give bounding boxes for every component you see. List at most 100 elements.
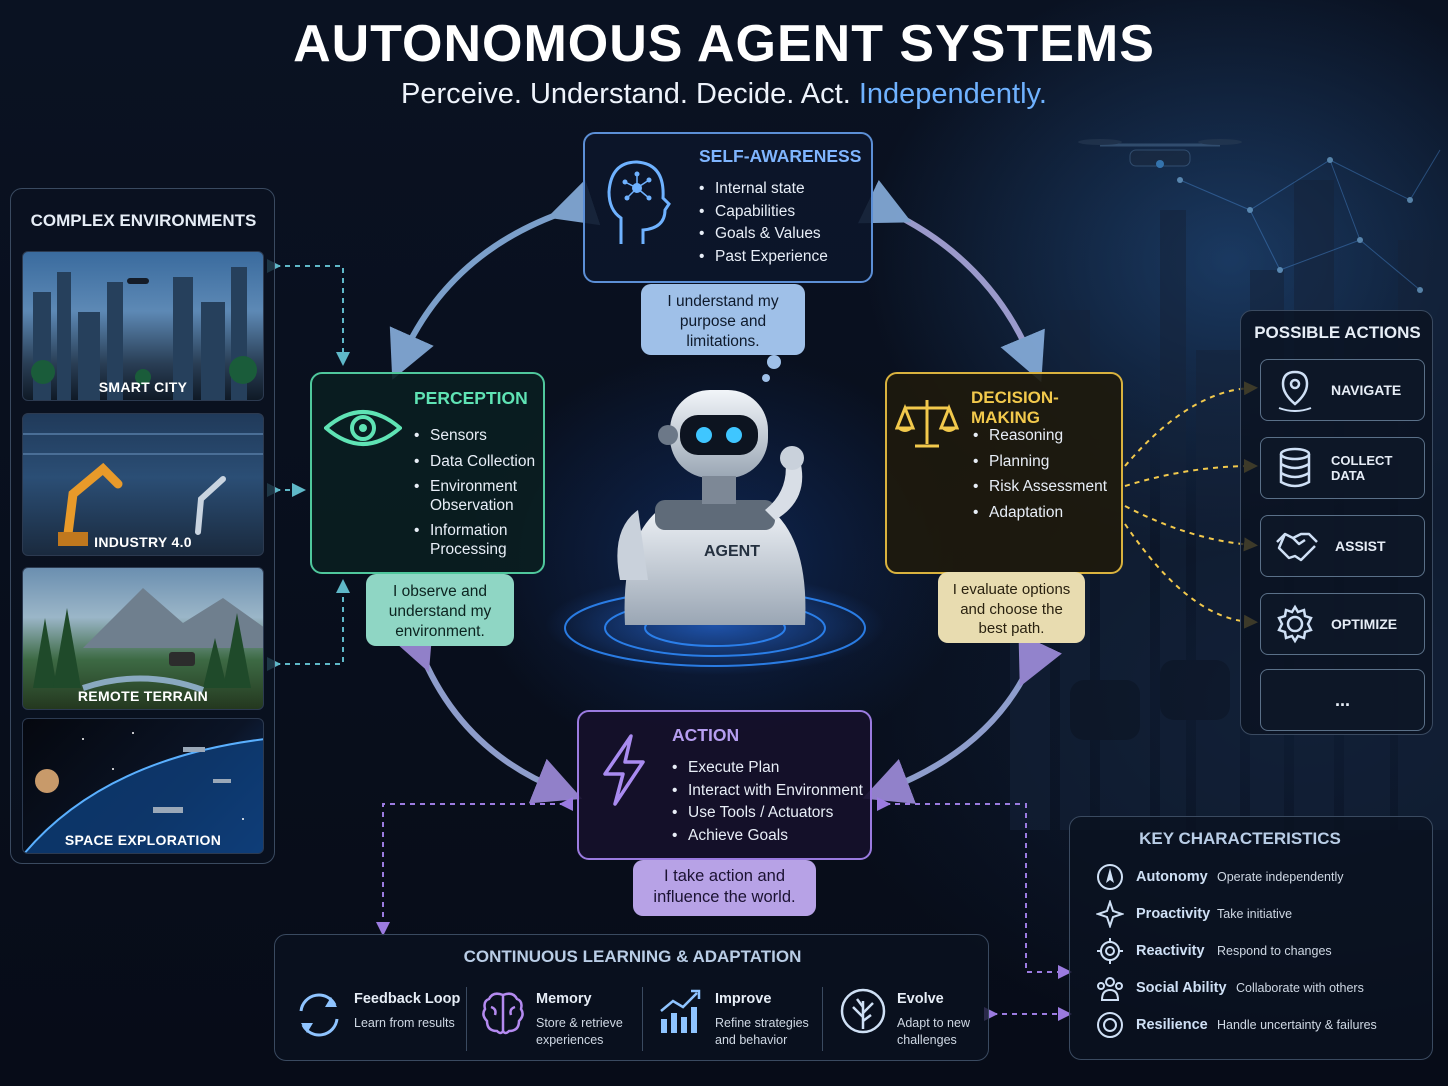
- divider: [822, 987, 823, 1051]
- bullet: Capabilities: [699, 203, 828, 222]
- characteristic-desc: Collaborate with others: [1236, 981, 1364, 995]
- environment-remote-terrain[interactable]: REMOTE TERRAIN: [22, 567, 264, 710]
- characteristic-name: Autonomy: [1136, 869, 1208, 885]
- possible-actions-title: POSSIBLE ACTIONS: [1254, 323, 1421, 342]
- head-brain-icon: [607, 160, 671, 244]
- terrain-illustration: [33, 588, 263, 693]
- perception-panel: PERCEPTION Sensors Data Collection Envir…: [310, 372, 545, 574]
- subtitle-main: Perceive. Understand. Decide. Act.: [401, 78, 851, 110]
- learning-item-desc: experiences: [536, 1033, 604, 1047]
- key-characteristics-title: KEY CHARACTERISTICS: [1139, 829, 1341, 848]
- characteristic-desc: Handle uncertainty & failures: [1217, 1018, 1377, 1032]
- decision-title: DECISION-MAKING: [971, 388, 1059, 427]
- environments-title: COMPLEX ENVIRONMENTS: [30, 211, 257, 230]
- learning-item-title: Evolve: [897, 991, 944, 1007]
- bullet: Past Experience: [699, 248, 828, 267]
- action-navigate-button[interactable]: NAVIGATE: [1260, 359, 1425, 421]
- action-more-button[interactable]: ...: [1260, 669, 1425, 731]
- environment-label: REMOTE TERRAIN: [77, 688, 209, 704]
- characteristic-autonomy: Autonomy Operate independently: [1096, 862, 1343, 892]
- decision-making-panel: DECISION-MAKING Reasoning Planning Risk …: [885, 372, 1123, 574]
- bullet: Execute Plan: [672, 759, 863, 778]
- characteristic-name: Proactivity: [1136, 906, 1211, 922]
- self-awareness-panel: SELF-AWARENESS Internal state Capabiliti…: [583, 132, 873, 283]
- perception-title: PERCEPTION: [414, 388, 528, 408]
- characteristic-name: Reactivity: [1136, 943, 1205, 959]
- learning-improve: Improve Refine strategies and behavior: [657, 985, 822, 1051]
- characteristic-desc: Respond to changes: [1217, 944, 1332, 958]
- learning-evolve: Evolve Adapt to new challenges: [837, 985, 987, 1051]
- key-characteristics-panel: KEY CHARACTERISTICS Autonomy Operate ind…: [1069, 816, 1433, 1060]
- bullet: Sensors: [414, 427, 544, 446]
- environment-industry[interactable]: INDUSTRY 4.0: [22, 413, 264, 556]
- learning-item-desc: and behavior: [715, 1033, 788, 1047]
- action-label: ASSIST: [1335, 538, 1386, 554]
- environment-space[interactable]: SPACE EXPLORATION: [22, 718, 264, 854]
- eye-icon: [324, 410, 402, 446]
- page-title: AUTONOMOUS AGENT SYSTEMS: [293, 15, 1155, 73]
- sparkle-icon: [1096, 900, 1124, 928]
- bullet: Interact with Environment: [672, 782, 863, 801]
- learning-item-title: Improve: [715, 991, 772, 1007]
- divider: [642, 987, 643, 1051]
- decision-list: Reasoning Planning Risk Assessment Adapt…: [973, 427, 1107, 522]
- characteristic-social-ability: Social Ability Collaborate with others: [1096, 973, 1364, 1003]
- learning-item-desc: Refine strategies: [715, 1016, 809, 1030]
- agent-robot: AGENT: [545, 390, 885, 675]
- action-list: Execute Plan Interact with Environment U…: [672, 759, 863, 845]
- scales-icon: [895, 400, 959, 448]
- perception-bubble: I observe and understand my environment.: [366, 574, 514, 646]
- learning-title: CONTINUOUS LEARNING & ADAPTATION: [463, 947, 802, 966]
- action-collect-data-button[interactable]: COLLECT DATA: [1260, 437, 1425, 499]
- shield-icon: [1097, 1012, 1123, 1038]
- learning-item-desc: Store & retrieve: [536, 1016, 623, 1030]
- characteristic-desc: Take initiative: [1217, 907, 1293, 921]
- characteristic-proactivity: Proactivity Take initiative: [1096, 899, 1292, 929]
- action-bubble: I take action and influence the world.: [633, 860, 816, 916]
- characteristic-resilience: Resilience Handle uncertainty & failures: [1096, 1010, 1377, 1040]
- thought-bubble-tail: [762, 355, 781, 382]
- environment-label: SPACE EXPLORATION: [64, 832, 222, 848]
- bullet: Achieve Goals: [672, 827, 863, 846]
- learning-item-desc: challenges: [897, 1033, 957, 1047]
- location-pin-icon: [1278, 370, 1312, 412]
- bullet: Adaptation: [973, 504, 1107, 523]
- action-assist-button[interactable]: ASSIST: [1260, 515, 1425, 577]
- drone-icon: [1078, 139, 1242, 168]
- learning-memory: Memory Store & retrieve experiences: [479, 985, 654, 1051]
- people-icon: [1097, 977, 1123, 1001]
- environment-smart-city[interactable]: SMART CITY: [22, 251, 264, 401]
- compass-icon: [1097, 864, 1123, 890]
- action-label: ...: [1334, 689, 1350, 710]
- brain-icon: [482, 992, 524, 1035]
- learning-feedback-loop: Feedback Loop Learn from results: [291, 985, 466, 1051]
- bullet: Information Processing: [414, 522, 544, 559]
- learning-item-title: Memory: [536, 991, 592, 1007]
- characteristic-name: Resilience: [1136, 1017, 1208, 1033]
- learning-item-desc: Learn from results: [354, 1016, 455, 1030]
- environment-label: SMART CITY: [98, 379, 188, 395]
- page-subtitle: Perceive. Understand. Decide. Act. Indep…: [0, 78, 1448, 111]
- bullet: Risk Assessment: [973, 478, 1107, 497]
- action-panel: ACTION Execute Plan Interact with Enviro…: [577, 710, 872, 860]
- space-illustration: [23, 732, 263, 853]
- bullet: Use Tools / Actuators: [672, 804, 863, 823]
- learning-item-desc: Adapt to new: [897, 1016, 970, 1030]
- decision-bubble: I evaluate options and choose the best p…: [938, 572, 1085, 643]
- characteristic-name: Social Ability: [1136, 980, 1227, 996]
- action-title: ACTION: [672, 725, 740, 745]
- database-icon: [1279, 447, 1311, 488]
- refresh-icon: [299, 993, 339, 1037]
- gear-icon: [1277, 604, 1313, 644]
- target-icon: [1097, 938, 1123, 964]
- action-optimize-button[interactable]: OPTIMIZE: [1260, 593, 1425, 655]
- lightning-icon: [603, 734, 645, 806]
- environment-label: INDUSTRY 4.0: [94, 534, 192, 550]
- learning-item-title: Feedback Loop: [354, 991, 461, 1007]
- bullet: Environment Observation: [414, 478, 544, 515]
- possible-actions-panel: POSSIBLE ACTIONS NAVIGATE COLLECT DATA A…: [1240, 310, 1433, 735]
- characteristic-desc: Operate independently: [1217, 870, 1344, 884]
- perception-list: Sensors Data Collection Environment Obse…: [414, 427, 544, 560]
- characteristic-reactivity: Reactivity Respond to changes: [1096, 936, 1332, 966]
